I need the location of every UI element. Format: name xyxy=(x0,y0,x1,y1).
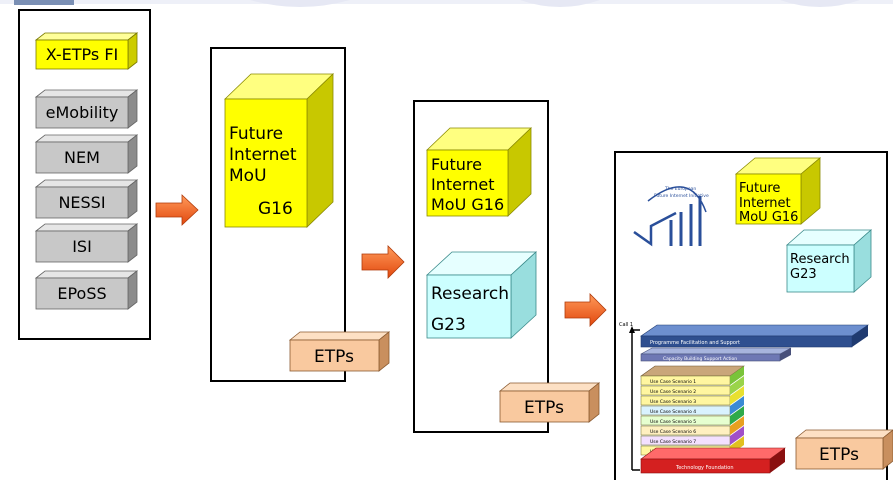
use-case-label-3: Use Case Scenario 3 xyxy=(650,399,696,405)
use-case-label-5: Use Case Scenario 5 xyxy=(650,419,696,425)
stage2-mou-cube: Future Internet MoU G16 xyxy=(224,73,334,228)
use-case-layer-7: Use Case Scenario 7 xyxy=(640,426,744,446)
use-case-layer-2: Use Case Scenario 2 xyxy=(640,376,744,396)
arrow-2-icon xyxy=(361,245,405,279)
etp-nessi-label: NESSI xyxy=(58,193,105,212)
stage2-mou-line2: Internet xyxy=(229,145,297,165)
call-label: Call 1 xyxy=(619,322,633,328)
etp-eposs-box: EPoSS xyxy=(34,270,139,310)
stage3-panel: Future Internet MoU G16 Research G23 ETP… xyxy=(413,100,601,433)
stage2-mou-line3: MoU xyxy=(229,166,267,186)
stage4-mou-line3: MoU G16 xyxy=(739,210,798,225)
stage4-mou-line1: Future xyxy=(739,181,780,196)
stage3-mou-line1: Future xyxy=(431,155,482,174)
x-etps-fi-label: X-ETPs FI xyxy=(46,45,119,64)
etp-nem-label: NEM xyxy=(64,148,100,167)
layer-technology-foundation: Technology Foundation xyxy=(640,447,786,474)
call-bracket: Call 1 xyxy=(619,322,640,471)
etp-nessi-box: NESSI xyxy=(34,179,139,219)
stage2-mou-code: G16 xyxy=(258,199,293,219)
stage2-mou-line1: Future xyxy=(229,124,283,144)
stage3-research-code: G23 xyxy=(431,315,466,335)
arrow-1-icon xyxy=(155,194,199,226)
layer-programme-facilitation: Programme Facilitation and Support xyxy=(640,324,869,348)
use-case-layer-3: Use Case Scenario 3 xyxy=(640,386,744,406)
use-case-layer-6: Use Case Scenario 6 xyxy=(640,416,744,436)
european-fi-initiative-logo: The European Future Internet Initiative xyxy=(633,186,709,247)
stage4-etps-label: ETPs xyxy=(819,445,859,465)
stage4-research-title: Research xyxy=(790,252,850,267)
use-case-layer-5: Use Case Scenario 5 xyxy=(640,406,744,426)
use-case-layer-1: Use Case Scenario 1 xyxy=(640,366,744,386)
etp-isi-label: ISI xyxy=(72,237,92,256)
logo-text-line1: The European xyxy=(664,186,696,192)
stage2-etps-box: ETPs xyxy=(288,331,391,372)
stage3-etps-box: ETPs xyxy=(498,382,601,423)
stage4-etps-box: ETPs xyxy=(794,429,893,470)
stage3-research-title: Research xyxy=(431,284,509,304)
etp-eposs-label: EPoSS xyxy=(57,284,106,303)
stage1-panel: X-ETPs FI eMobility NEM NESSI ISI xyxy=(18,9,151,340)
stage4-panel: The European Future Internet Initiative … xyxy=(614,151,893,480)
use-case-label-1: Use Case Scenario 1 xyxy=(650,379,696,385)
stage3-mou-line2: Internet xyxy=(431,175,495,194)
layer-capacity-building-label: Capacity Building Support Action xyxy=(663,356,737,362)
layer-capacity-building: Capacity Building Support Action xyxy=(640,347,792,362)
use-case-label-4: Use Case Scenario 4 xyxy=(650,409,696,415)
etp-emobility-box: eMobility xyxy=(34,89,139,129)
use-case-label-2: Use Case Scenario 2 xyxy=(650,389,696,395)
stage3-mou-cube: Future Internet MoU G16 xyxy=(426,127,532,217)
etp-nem-box: NEM xyxy=(34,134,139,174)
stage4-research-code: G23 xyxy=(790,267,817,282)
stage3-mou-line3: MoU G16 xyxy=(431,195,504,214)
use-case-stack: Use Case Scenario 1 Use Case Scenario 2 … xyxy=(640,365,745,456)
use-case-label-6: Use Case Scenario 6 xyxy=(650,429,696,435)
stage4-mou-line2: Internet xyxy=(739,196,791,211)
stage3-etps-label: ETPs xyxy=(524,398,564,418)
x-etps-fi-box: X-ETPs FI xyxy=(34,32,139,70)
stage4-mou-cube: Future Internet MoU G16 xyxy=(734,157,822,225)
etp-emobility-label: eMobility xyxy=(46,103,119,122)
layer-technology-foundation-label: Technology Foundation xyxy=(675,465,734,471)
stage2-etps-label: ETPs xyxy=(314,347,354,367)
stage2-panel: Future Internet MoU G16 ETPs xyxy=(210,47,391,382)
header-decoration xyxy=(0,0,893,7)
arrow-3-icon xyxy=(564,293,607,327)
logo-text-line2: Future Internet Initiative xyxy=(654,193,709,199)
etp-isi-box: ISI xyxy=(34,223,139,263)
use-case-layer-4: Use Case Scenario 4 xyxy=(640,396,744,416)
stage4-research-cube: Research G23 xyxy=(785,229,873,293)
use-case-label-7: Use Case Scenario 7 xyxy=(650,439,696,445)
layer-programme-facilitation-label: Programme Facilitation and Support xyxy=(650,340,740,346)
stage3-research-cube: Research G23 xyxy=(425,251,538,339)
